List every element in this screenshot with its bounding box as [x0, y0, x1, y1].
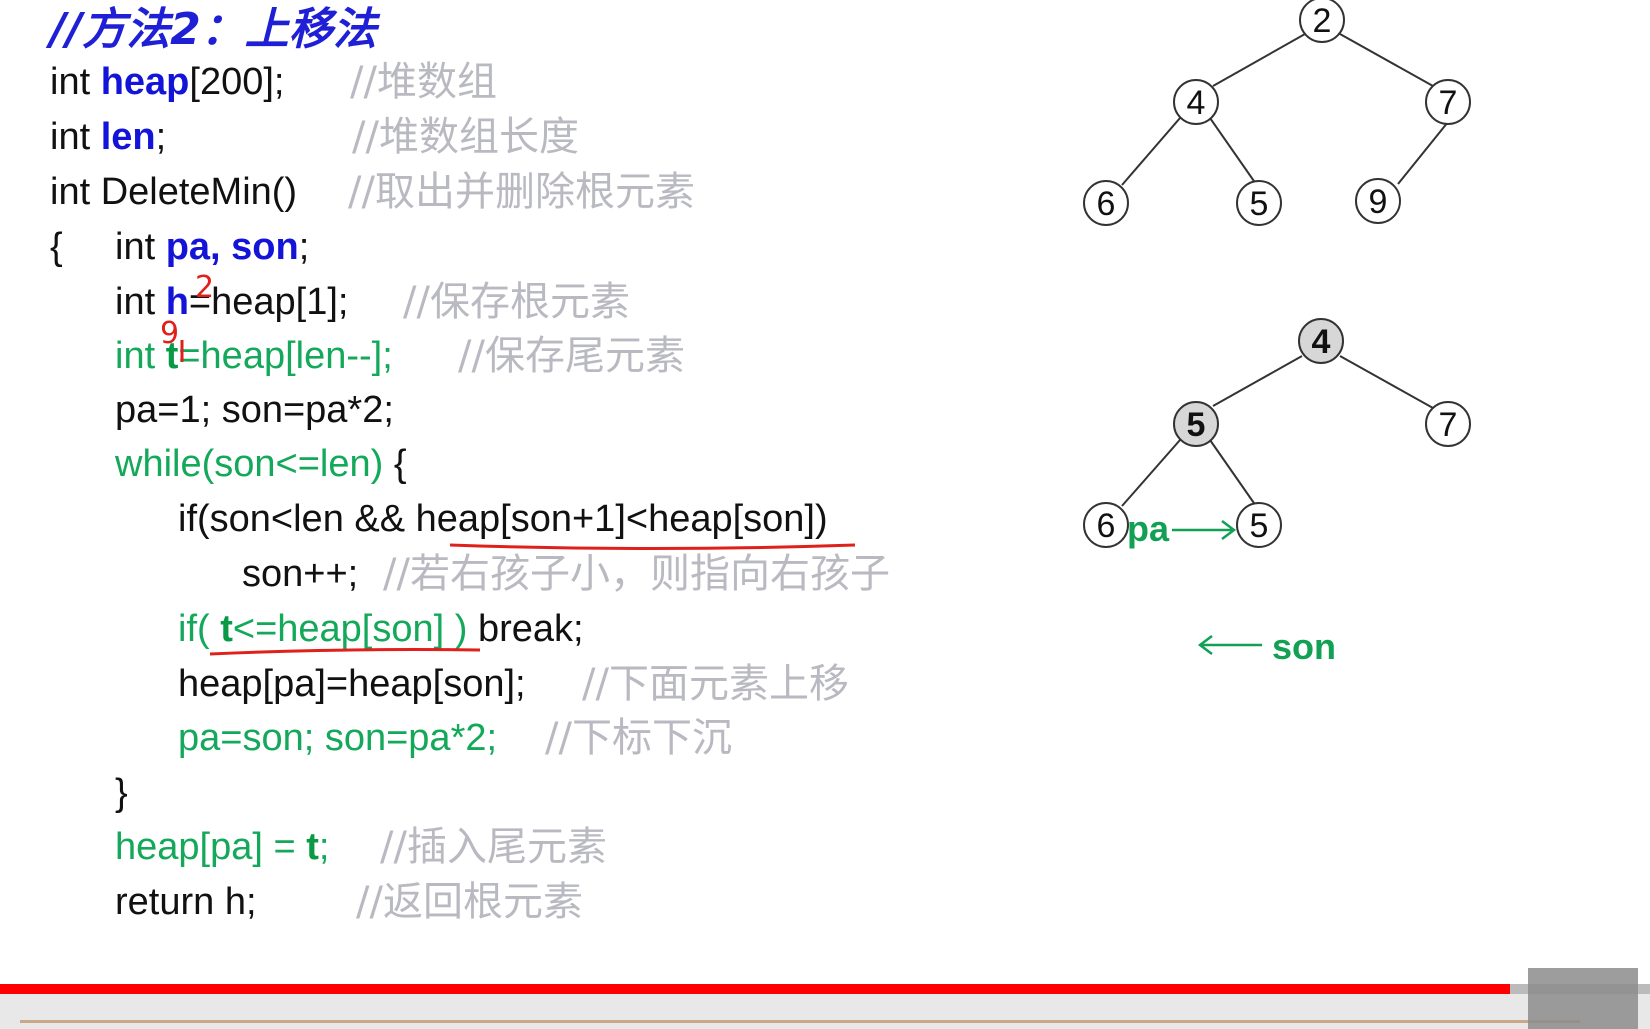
code-text: ;: [155, 116, 167, 158]
tree1-node-root-label: 2: [1313, 2, 1332, 40]
tree1-node-right-label: 7: [1439, 84, 1458, 122]
code-text: <=heap[son] ): [232, 608, 468, 650]
tree1-edge: [1339, 33, 1434, 87]
var-t: t: [165, 335, 179, 377]
comment-save-tail: //保存尾元素: [458, 333, 685, 379]
code-line-sink-index: pa=son; son=pa*2;: [178, 717, 498, 759]
code-line-while: while(son<=len) {: [115, 438, 407, 490]
tree2-edge: [1121, 439, 1181, 507]
code-text: =heap[1];: [188, 281, 349, 323]
tree1-node-ll-label: 6: [1097, 185, 1116, 223]
code-line-init-indices: pa=1; son=pa*2;: [115, 389, 394, 431]
tree1-node-right: [1425, 79, 1471, 125]
type-int: int: [115, 335, 166, 377]
tree2-node-left: [1173, 401, 1219, 447]
code-line-return: return h;: [115, 881, 257, 923]
tree2-edge: [1209, 439, 1257, 507]
var-t: t: [220, 608, 233, 650]
code-text: heap[pa] =: [115, 826, 307, 868]
slide-title: //方法2：上移法: [50, 4, 377, 55]
tree1-node-left-label: 4: [1187, 84, 1206, 122]
var-pa-son: pa, son: [165, 226, 299, 268]
code-line-if-break: if( t<=heap[son] ) break;: [178, 603, 584, 655]
tree2-node-lr-label: 5: [1250, 507, 1269, 545]
tree2-node-left-label: 5: [1187, 406, 1206, 444]
comment-insert-tail: //插入尾元素: [380, 824, 607, 870]
code-line-len-decl: int len;: [50, 111, 166, 163]
var-h: h: [165, 281, 189, 323]
son-arrowhead: [1197, 635, 1213, 655]
slide-bottom-rule: [20, 1020, 1580, 1023]
type-int: int: [115, 226, 166, 268]
tree2-node-root: [1298, 318, 1344, 364]
code-text: [200];: [189, 61, 285, 103]
tree2-node-right: [1425, 401, 1471, 447]
comment-save-root: //保存根元素: [403, 279, 630, 325]
tree1-node-root: [1299, 0, 1345, 43]
tree1-node-lr: [1236, 180, 1282, 226]
tree2-node-root-label: 4: [1312, 323, 1331, 361]
code-line-function-signature: int DeleteMin(): [50, 171, 298, 213]
type-int: int: [50, 116, 101, 158]
code-line-if-right-child: if(son<len && heap[son+1]<heap[son]): [178, 498, 828, 540]
code-text: {: [383, 443, 407, 485]
tree1-edge: [1209, 117, 1257, 185]
tree2-node-lr: [1236, 502, 1282, 548]
comment-sink-index: //下标下沉: [545, 715, 732, 761]
tree1-edge: [1212, 33, 1306, 87]
tree1-node-rl: [1355, 178, 1401, 224]
code-text: ;: [318, 826, 330, 868]
tree2-node-ll: [1083, 502, 1129, 548]
code-text: break;: [467, 608, 584, 650]
son-label: son: [1272, 626, 1336, 667]
code-text: ;: [298, 226, 310, 268]
comment-return-root: //返回根元素: [356, 879, 583, 925]
comment-delete-root: //取出并删除根元素: [348, 169, 695, 215]
while-condition: while(son<=len): [115, 443, 384, 485]
player-bottom-strip: [0, 994, 1650, 1029]
comment-right-child: //若右孩子小，则指向右孩子: [383, 551, 890, 597]
var-len: len: [100, 116, 156, 158]
code-line-heap-decl: int heap[200];: [50, 56, 284, 108]
type-int: int: [115, 281, 166, 323]
tree2-edge: [1339, 355, 1434, 409]
code-line-open-brace: {: [50, 226, 63, 268]
code-line-save-tail: int t=heap[len--];: [115, 330, 393, 382]
tree2-edge: [1212, 355, 1303, 407]
code-line-insert-tail: heap[pa] = t;: [115, 821, 329, 873]
pa-arrowhead: [1221, 520, 1237, 540]
var-t: t: [306, 826, 319, 868]
code-line-save-root: int h=heap[1];: [115, 276, 348, 328]
code-line-son-increment: son++;: [242, 553, 359, 595]
code-line-pa-son-decl: int pa, son;: [115, 221, 309, 273]
var-heap: heap: [100, 61, 190, 103]
code-text: if(: [178, 608, 221, 650]
comment-move-up: //下面元素上移: [582, 661, 849, 707]
comment-heap-length: //堆数组长度: [352, 114, 579, 160]
code-line-move-up: heap[pa]=heap[son];: [178, 663, 526, 705]
player-control-overlay[interactable]: [1528, 968, 1638, 1029]
tree1-node-rl-label: 9: [1369, 183, 1388, 221]
tree1-edge: [1397, 121, 1449, 185]
tree2-node-ll-label: 6: [1097, 507, 1116, 545]
code-line-close-while: }: [115, 772, 128, 814]
tree1-node-ll: [1083, 180, 1129, 226]
code-text: =heap[len--];: [178, 335, 393, 377]
comment-heap-array: //堆数组: [350, 59, 497, 105]
video-progress-bar[interactable]: [0, 984, 1650, 994]
tree2-node-right-label: 7: [1439, 406, 1458, 444]
video-progress-fill: [0, 984, 1510, 994]
tree1-edge: [1121, 117, 1181, 186]
pa-label: pa: [1127, 508, 1170, 549]
tree1-node-lr-label: 5: [1250, 185, 1269, 223]
type-int: int: [50, 61, 101, 103]
heap-trees-diagram: 2 4 7 6 5 9 4 5 7 6 5 pa son: [1083, 0, 1471, 667]
tree1-node-left: [1173, 79, 1219, 125]
